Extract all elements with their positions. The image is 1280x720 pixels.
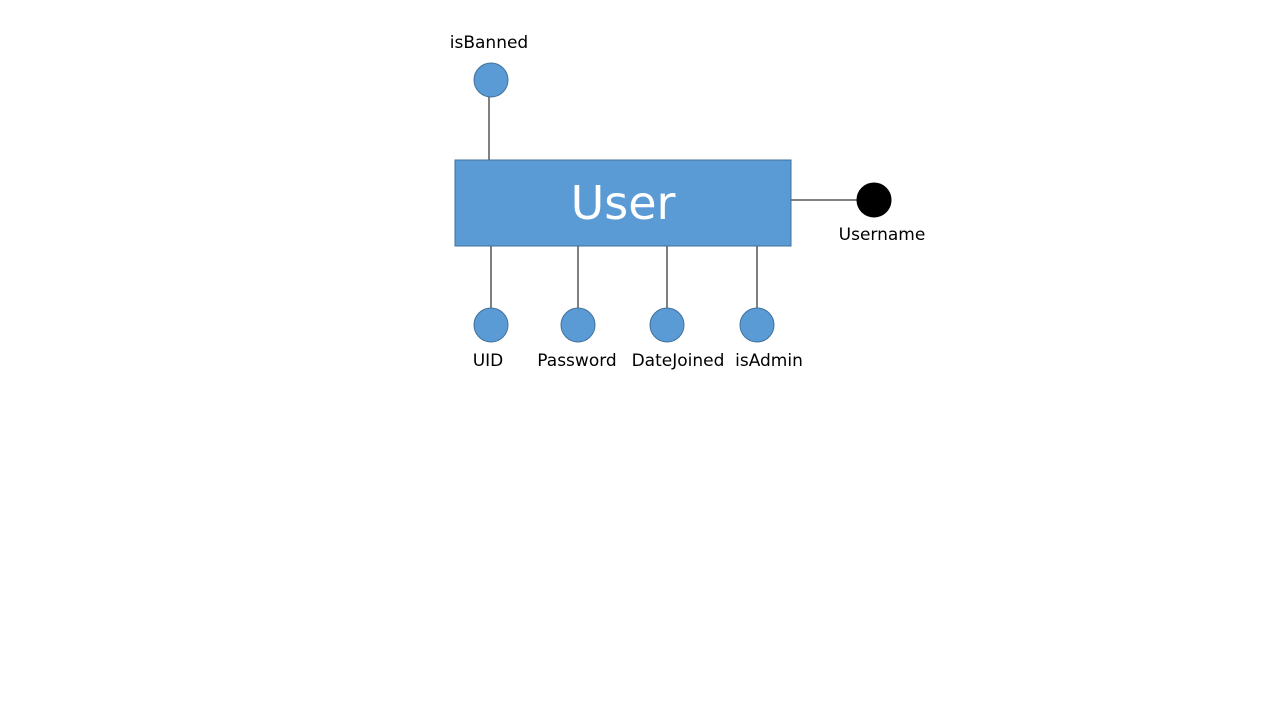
attribute-circle — [649, 307, 685, 343]
entity-box — [454, 159, 792, 247]
entity-user[interactable]: User — [454, 159, 792, 247]
attribute-label: Username — [839, 225, 926, 245]
attribute-label: Password — [537, 351, 616, 371]
attribute-circle — [739, 307, 775, 343]
attribute-label: UID — [473, 351, 504, 371]
attribute-circle — [473, 307, 509, 343]
attribute-username[interactable]: Username — [839, 182, 926, 245]
attribute-isbanned[interactable]: isBanned — [450, 33, 528, 98]
attribute-isadmin[interactable]: isAdmin — [735, 307, 803, 371]
key-attribute-circle — [856, 182, 892, 218]
attribute-circle — [560, 307, 596, 343]
entity-label: User — [571, 176, 676, 230]
attribute-label: isBanned — [450, 33, 528, 53]
attribute-circle — [473, 62, 509, 98]
attribute-label: isAdmin — [735, 351, 803, 371]
attribute-uid[interactable]: UID — [473, 307, 509, 371]
attribute-datejoined[interactable]: DateJoined — [632, 307, 725, 371]
attribute-password[interactable]: Password — [537, 307, 617, 371]
attribute-label: DateJoined — [632, 351, 725, 371]
